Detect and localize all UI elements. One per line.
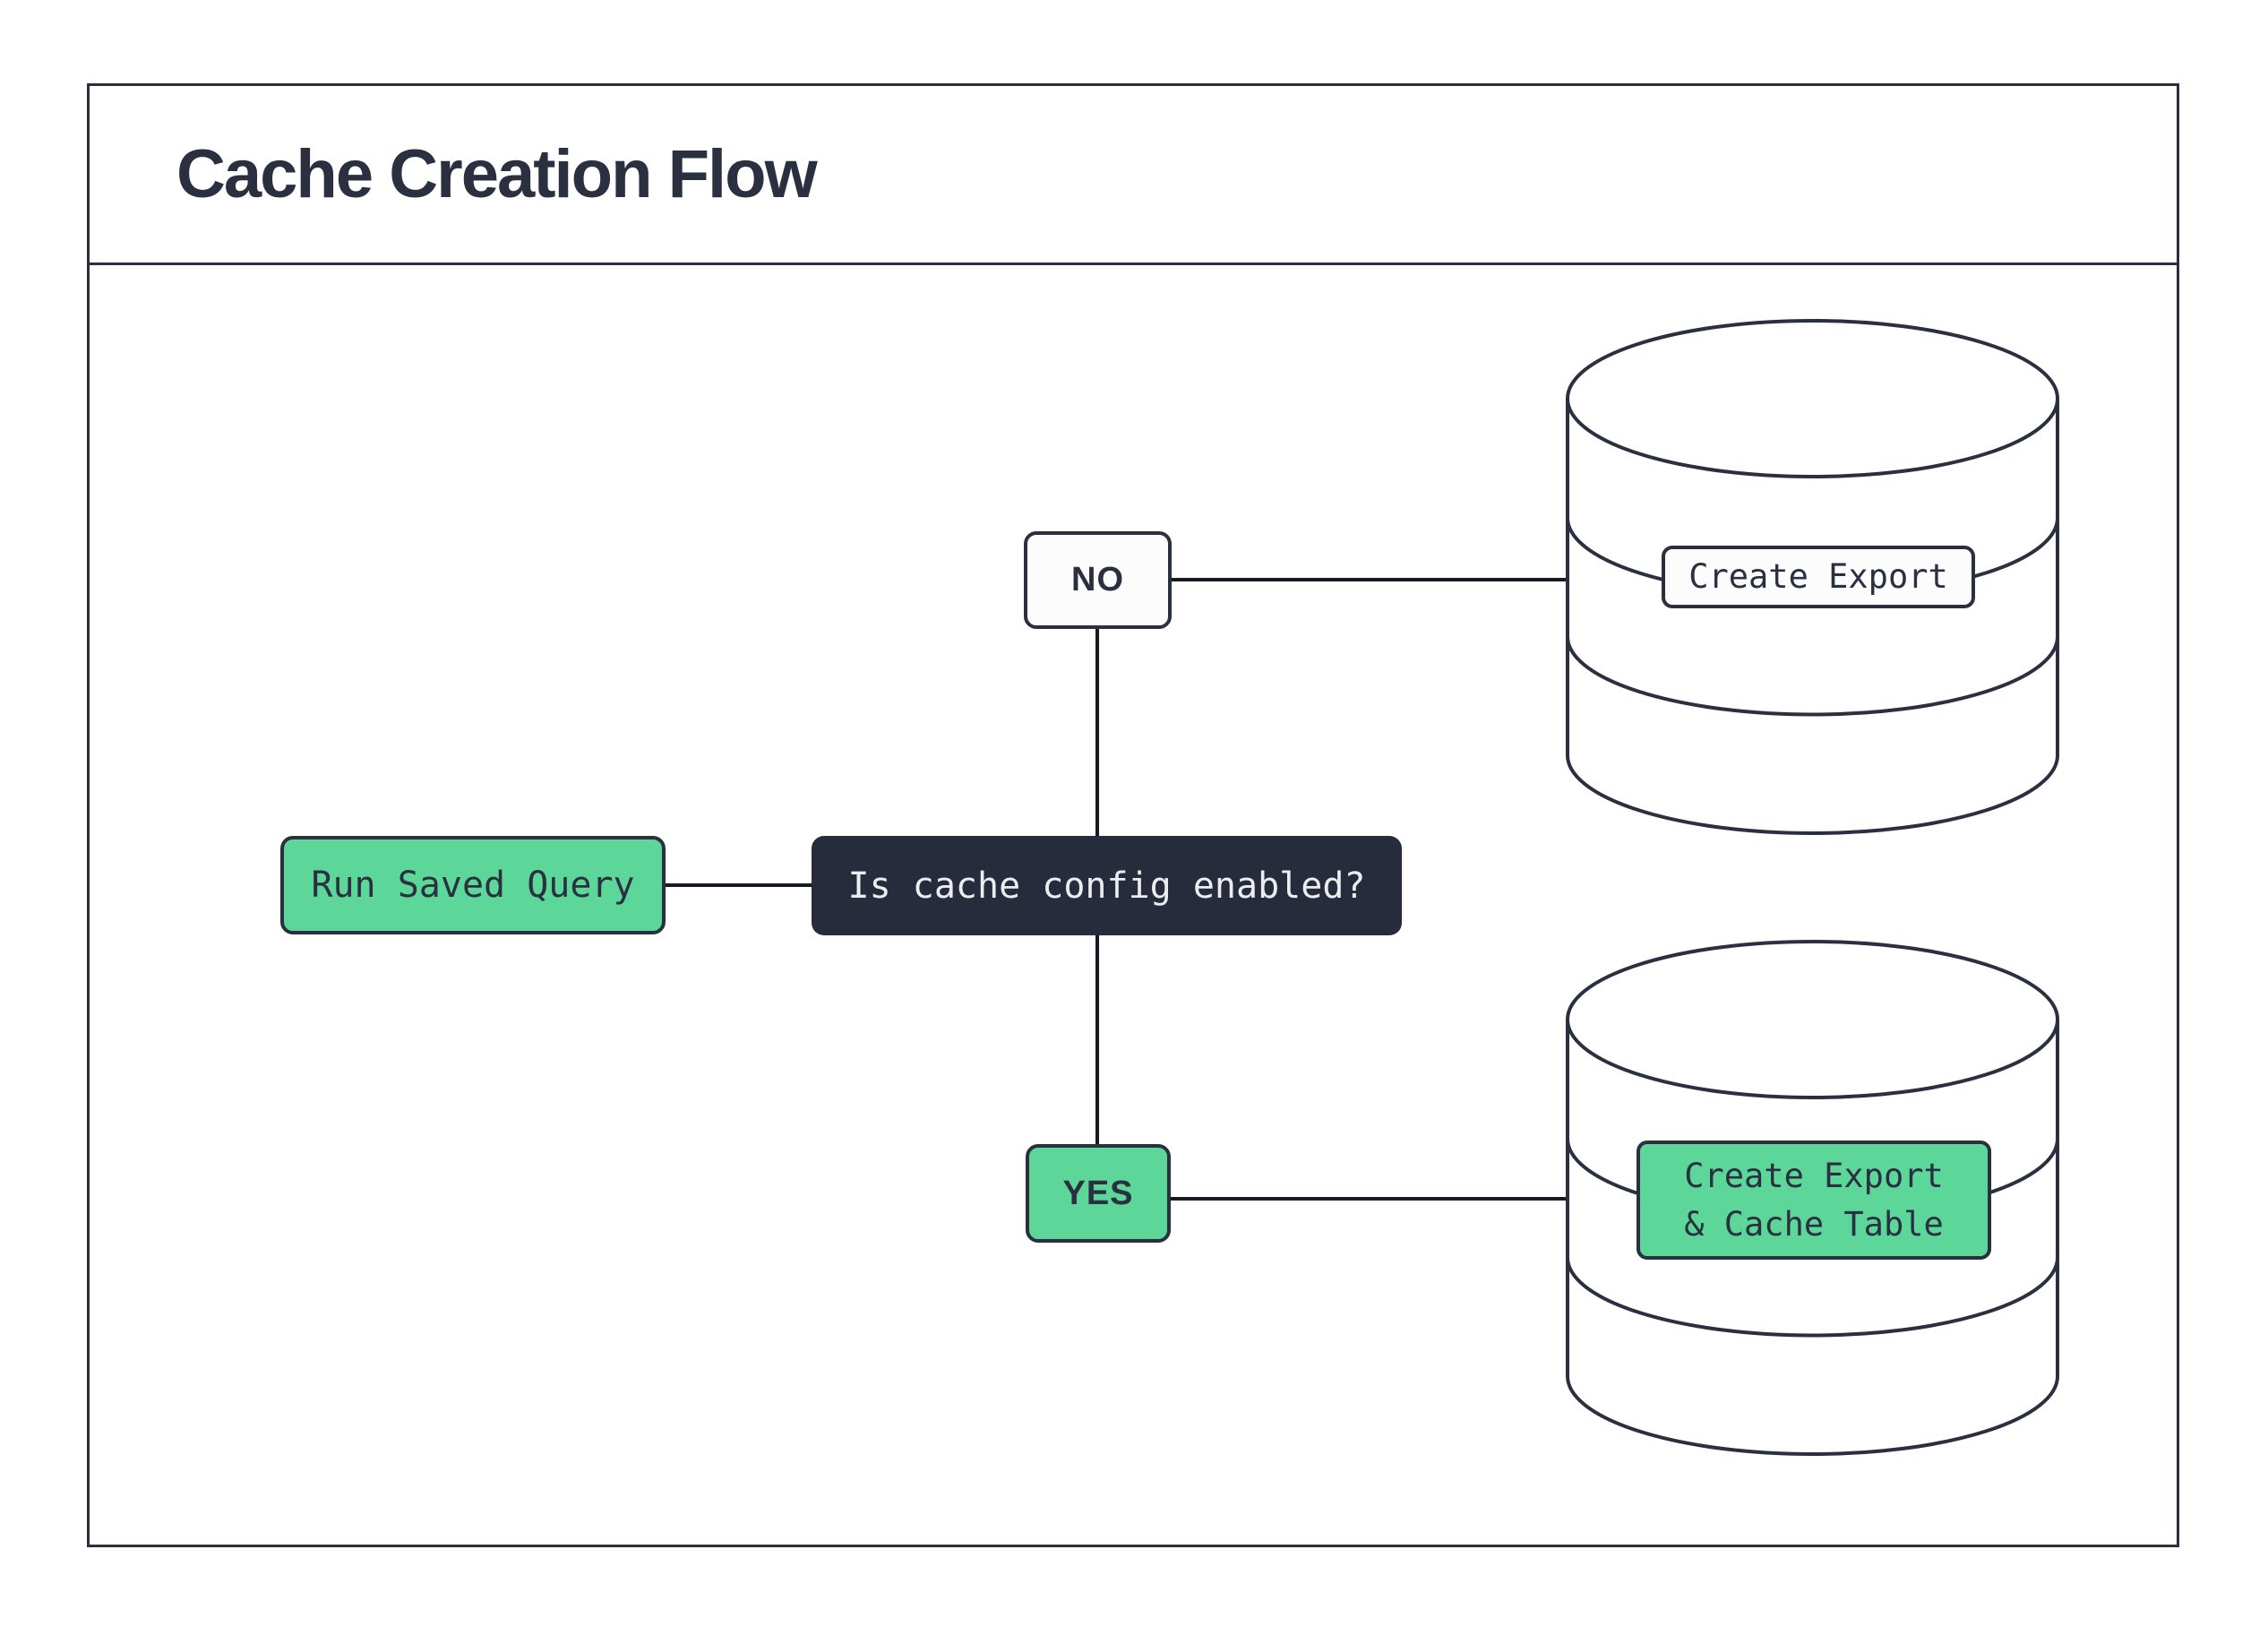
- db-label-create-export: Create Export: [1662, 546, 1975, 608]
- diagram-header: Cache Creation Flow: [90, 86, 2177, 265]
- diagram-frame: Cache Creation Flow: [87, 83, 2179, 1547]
- database-disk-arc: [1566, 1257, 2059, 1338]
- edge-label-yes: YES: [1026, 1144, 1171, 1243]
- db-label-text-line2: & Cache Table: [1684, 1204, 1944, 1244]
- database-bottom-arc: [1566, 754, 2059, 835]
- database-top-ellipse: [1566, 940, 2059, 1099]
- database-disk-arc: [1566, 636, 2059, 717]
- db-label-text: Create Export: [1688, 557, 1948, 596]
- flow-node-decision-cache-config: Is cache config enabled?: [812, 836, 1402, 935]
- database-sides: [1566, 399, 2059, 755]
- page-title: Cache Creation Flow: [176, 136, 818, 212]
- edge-label-text: NO: [1071, 561, 1124, 598]
- flow-node-label: Is cache config enabled?: [847, 865, 1366, 907]
- edge-label-text: YES: [1062, 1174, 1134, 1212]
- edge-label-no: NO: [1024, 531, 1172, 629]
- database-sides: [1566, 1020, 2059, 1376]
- db-label-text-line1: Create Export: [1684, 1156, 1944, 1195]
- db-label-create-export-cache-table: Create Export & Cache Table: [1637, 1141, 1991, 1260]
- flow-node-run-saved-query: Run Saved Query: [280, 836, 666, 934]
- flow-node-label: Run Saved Query: [311, 865, 635, 906]
- database-cylinder-yes-branch: [1566, 940, 2059, 1456]
- database-bottom-arc: [1566, 1375, 2059, 1456]
- database-top-ellipse: [1566, 319, 2059, 478]
